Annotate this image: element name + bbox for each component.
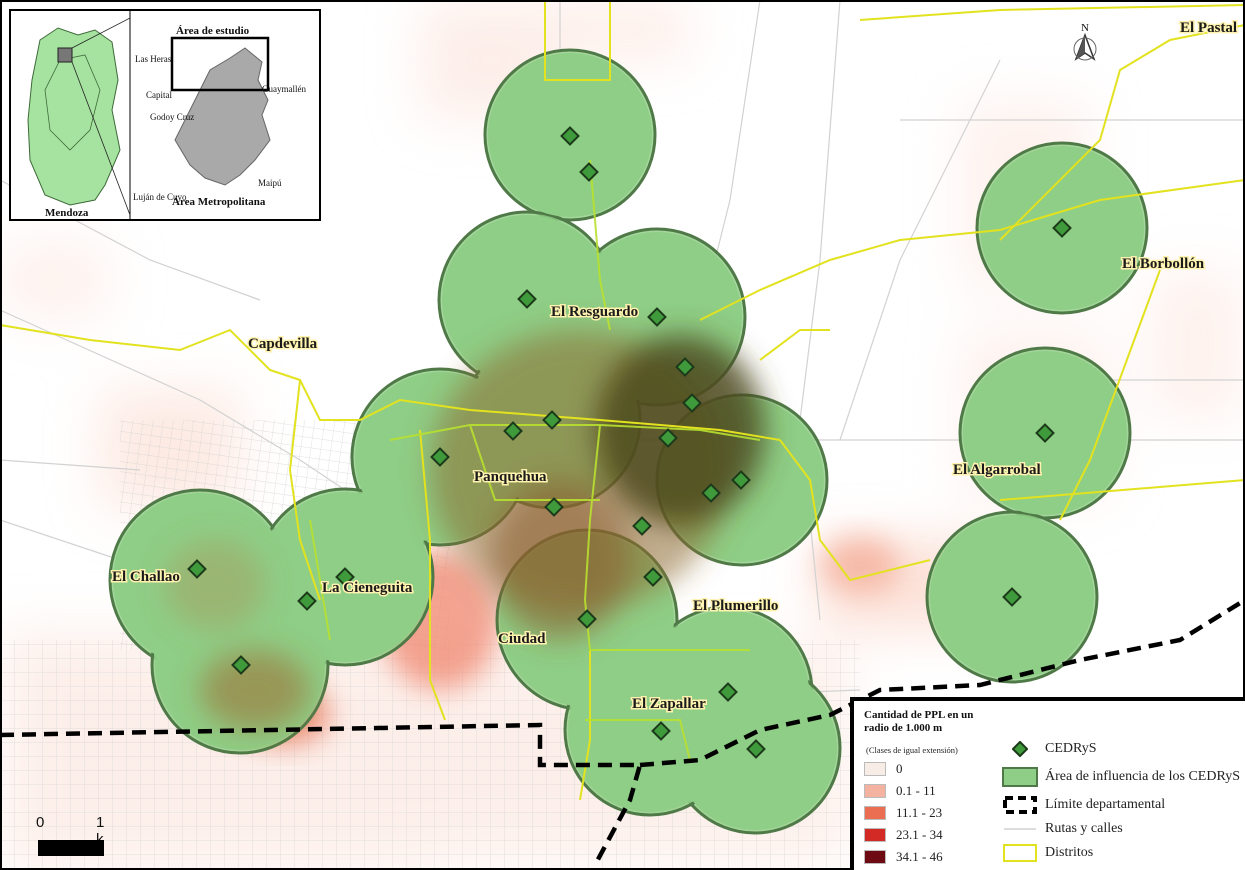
north-label: N — [1081, 22, 1089, 34]
label-el-resguardo: El Resguardo — [551, 304, 638, 320]
legend-symbol-cedrys: CEDRyS — [1001, 739, 1097, 759]
legend-symbol-label: Distritos — [1045, 845, 1094, 860]
cedrys-marker — [643, 567, 663, 587]
scale-end: 1 k — [96, 814, 105, 848]
inset-study-area-label: Área de estudio — [176, 25, 250, 37]
department-limit — [0, 598, 1245, 867]
legend-class: 11.1 - 23 — [864, 805, 942, 821]
legend-symbol-label: Área de influencia de los CEDRyS — [1045, 769, 1241, 784]
legend-class-label: 23.1 - 34 — [896, 827, 943, 842]
road-line-icon — [1001, 819, 1039, 839]
internal-limits — [309, 159, 761, 761]
cedrys-marker — [579, 162, 599, 182]
cedrys-marker — [718, 682, 738, 702]
cedrys-marker — [187, 559, 207, 579]
cedrys-marker — [430, 447, 450, 467]
inset-place-label: Las Heras — [135, 54, 172, 64]
inset-province-label: Mendoza — [45, 207, 89, 219]
cedrys-marker — [503, 421, 523, 441]
cedrys-marker — [542, 410, 562, 430]
district-boundaries — [0, 0, 1245, 801]
label-capdevilla: Capdevilla — [248, 336, 318, 352]
legend-class-label: 0 — [896, 761, 903, 776]
label-el-pastal: El Pastal — [1180, 20, 1237, 36]
scale-bar-graphic — [38, 840, 104, 856]
legend-class: 0.1 - 11 — [864, 783, 936, 799]
legend-swatch — [864, 784, 886, 798]
label-el-challao: El Challao — [112, 569, 180, 585]
legend-class: 23.1 - 34 — [864, 827, 943, 843]
inset-place-label: Guaymallén — [262, 84, 306, 94]
legend-symbol-roads: Rutas y calles — [1001, 819, 1123, 839]
legend: Cantidad de PPL en un radio de 1.000 m (… — [850, 697, 1245, 870]
cedrys-marker — [297, 591, 317, 611]
cedrys-marker — [560, 126, 580, 146]
cedrys-marker — [746, 739, 766, 759]
scale-start: 0 — [36, 814, 45, 831]
label-la-cieneguita: La Cieneguita — [322, 580, 413, 596]
legend-symbol-limit: Límite departamental — [1001, 795, 1165, 815]
cedrys-marker — [731, 470, 751, 490]
legend-swatch — [864, 828, 886, 842]
cedrys-marker — [658, 428, 678, 448]
legend-symbol-label: CEDRyS — [1045, 741, 1097, 756]
label-el-algarrobal: El Algarrobal — [953, 462, 1041, 478]
legend-swatch — [864, 806, 886, 820]
label-el-borbollon: El Borbollón — [1122, 256, 1205, 272]
inset-place-label: Maipú — [258, 178, 282, 188]
legend-class-label: 0.1 - 11 — [896, 783, 936, 798]
cedrys-marker — [701, 483, 721, 503]
legend-symbol-label: Límite departamental — [1045, 797, 1166, 812]
legend-class-label: 34.1 - 46 — [896, 849, 943, 864]
inset-place-label: Godoy Cruz — [150, 112, 194, 122]
legend-symbol-influence: Área de influencia de los CEDRyS — [1001, 767, 1240, 787]
cedrys-marker — [647, 307, 667, 327]
cedrys-marker — [675, 357, 695, 377]
legend-swatch — [864, 762, 886, 776]
legend-swatch — [864, 850, 886, 864]
inset-metro-label: Área Metropolitana — [172, 196, 266, 208]
label-panquehua: Panquehua — [474, 469, 547, 485]
cedrys-diamond-icon — [1001, 739, 1039, 759]
label-el-zapallar: El Zapallar — [632, 696, 706, 712]
cedrys-marker — [1052, 218, 1072, 238]
inset-place-label: Capital — [146, 90, 172, 100]
cedrys-markers — [187, 126, 1072, 759]
cedrys-marker — [1035, 423, 1055, 443]
influence-area-icon — [1001, 767, 1039, 787]
cedrys-marker — [231, 655, 251, 675]
dashed-limit-icon — [1001, 795, 1039, 815]
north-arrow-icon: N — [1073, 22, 1097, 61]
district-box-icon — [1001, 843, 1039, 863]
label-ciudad: Ciudad — [498, 631, 546, 647]
legend-symbol-label: Rutas y calles — [1045, 821, 1123, 836]
inset-place-label: Luján de Cuyo — [133, 192, 187, 202]
cedrys-marker — [517, 289, 537, 309]
inset-map: Área de estudio Área Metropolitana Mendo… — [9, 9, 321, 221]
legend-note: (Clases de igual extensión) — [866, 745, 958, 755]
label-el-plumerillo: El Plumerillo — [693, 598, 778, 614]
legend-symbol-districts: Distritos — [1001, 843, 1093, 863]
cedrys-marker — [335, 567, 355, 587]
cedrys-marker — [577, 609, 597, 629]
cedrys-marker — [682, 393, 702, 413]
legend-title: Cantidad de PPL en un radio de 1.000 m — [864, 709, 974, 734]
cedrys-marker — [544, 497, 564, 517]
cedrys-marker — [651, 721, 671, 741]
cedrys-marker — [632, 516, 652, 536]
legend-class: 34.1 - 46 — [864, 849, 943, 865]
legend-class-label: 11.1 - 23 — [896, 805, 943, 820]
district-labels: El Pastal El Borbollón El Resguardo Capd… — [111, 19, 1239, 714]
legend-class: 0 — [864, 761, 903, 777]
cedrys-marker — [1002, 587, 1022, 607]
